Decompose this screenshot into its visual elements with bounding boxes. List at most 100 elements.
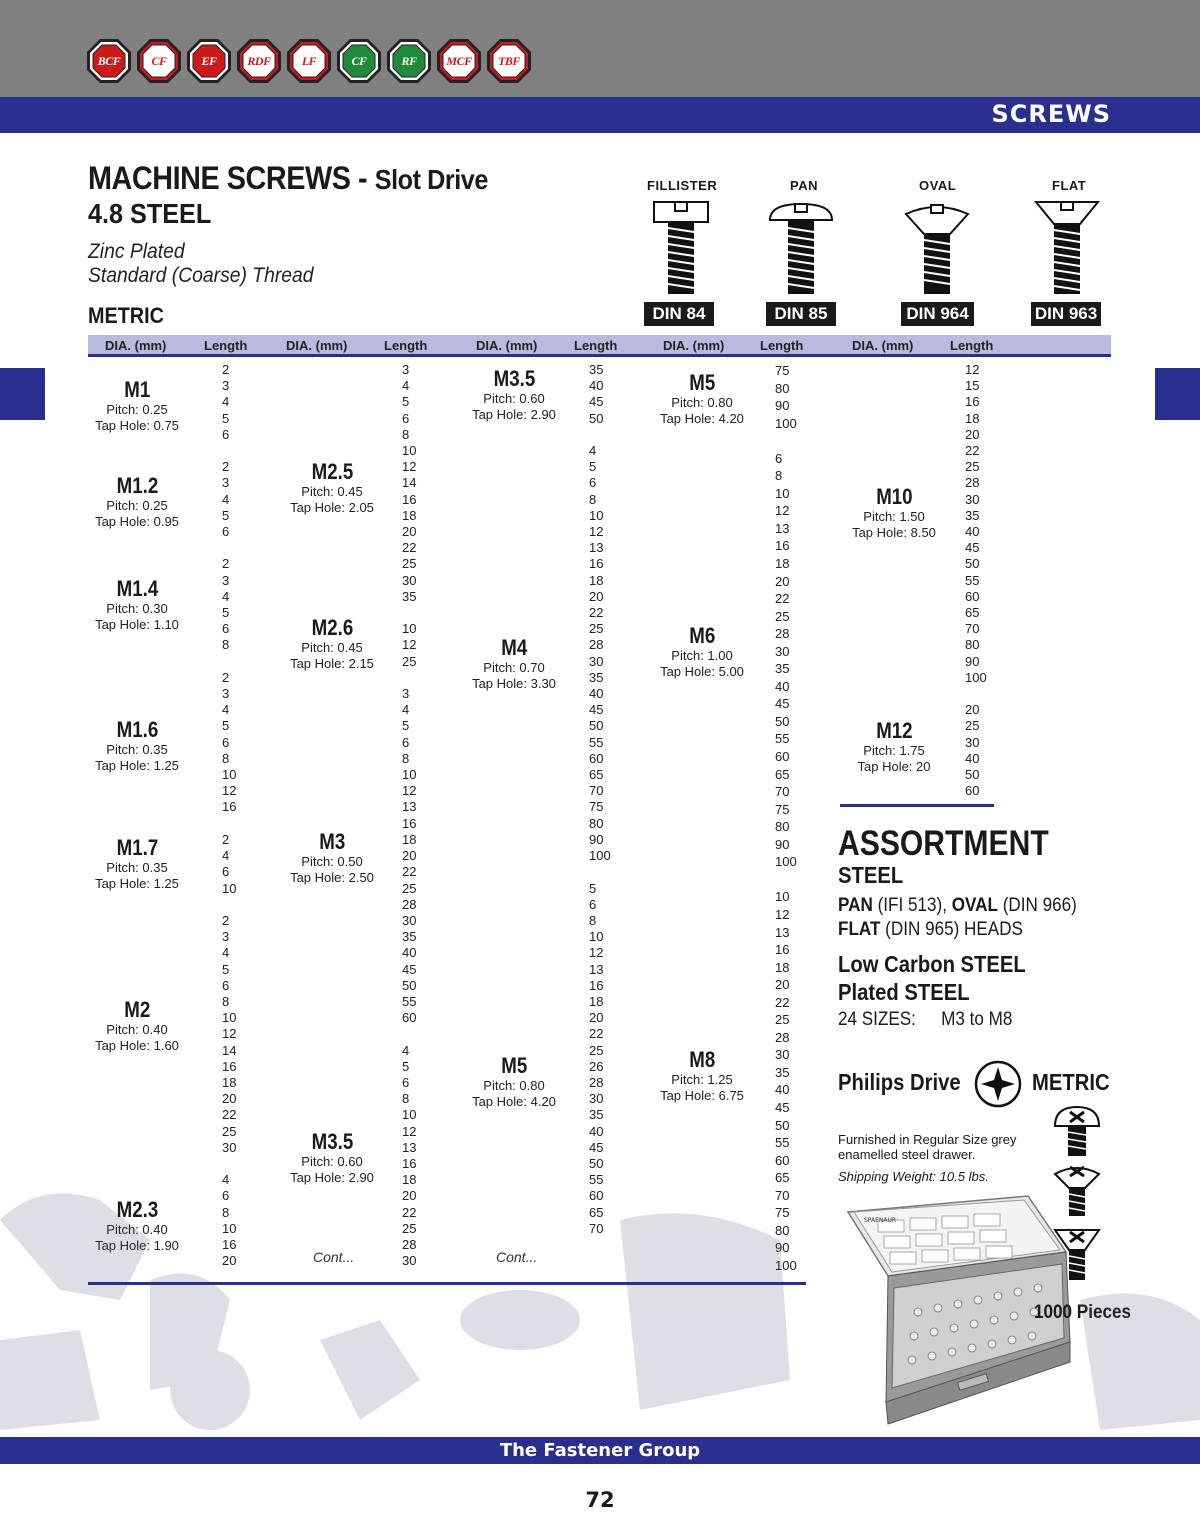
length-value: 20: [965, 426, 980, 442]
length-value: 12: [222, 783, 237, 799]
size-label: M6: [689, 623, 715, 648]
length-value: 12: [965, 362, 980, 377]
furnished-note: Furnished in Regular Size grey enamelled…: [838, 1132, 1017, 1162]
size-label: M2.6: [311, 615, 353, 640]
pitch: Pitch: 0.40: [106, 1222, 168, 1237]
length-value: 50: [589, 410, 604, 426]
length-value: 10: [402, 767, 417, 783]
size-label: M3: [319, 829, 345, 854]
right-side-tab: [1155, 368, 1200, 420]
tap-hole: Tap Hole: 2.05: [290, 500, 374, 515]
continued-note: Cont...: [496, 1249, 538, 1265]
length-value: 25: [589, 621, 604, 637]
length-value: 35: [775, 1064, 790, 1080]
tap-hole: Tap Hole: 2.50: [290, 870, 374, 885]
length-value: 25: [402, 1220, 417, 1236]
length-value: 55: [589, 734, 604, 750]
length-value: 8: [775, 468, 783, 484]
size-label: M10: [875, 484, 913, 509]
length-value: 6: [222, 734, 230, 750]
length-value: 25: [222, 1123, 237, 1139]
length-value: 6: [402, 410, 410, 426]
brand-logo-text: RDF: [247, 53, 271, 68]
column-header: DIA. (mm): [852, 338, 914, 353]
length-value: 100: [775, 1257, 797, 1273]
length-value: 18: [222, 1074, 237, 1090]
brand-logo: CF: [136, 38, 182, 84]
length-value: 10: [589, 929, 604, 945]
length-value: 6: [222, 977, 230, 993]
length-value: 22: [965, 443, 980, 459]
length-value: 100: [589, 848, 611, 864]
length-value: 16: [775, 942, 790, 958]
length-value: 14: [402, 475, 417, 491]
size-label: M1: [124, 377, 150, 402]
length-value: 60: [965, 588, 980, 604]
length-value: 25: [402, 880, 417, 896]
length-value: 22: [775, 994, 790, 1010]
length-value: 18: [775, 959, 790, 975]
length-value: 13: [402, 799, 417, 815]
length-value: 16: [222, 1236, 237, 1252]
length-value: 30: [222, 1139, 237, 1155]
group-gap: [402, 670, 416, 686]
length-value: 5: [222, 605, 230, 621]
assortment-system: METRIC: [1032, 1069, 1110, 1095]
column-header: Length: [950, 338, 994, 353]
length-value: 70: [589, 783, 604, 799]
group-gap: [222, 816, 236, 832]
length-value: 2: [222, 831, 230, 847]
column-header: Length: [204, 338, 248, 353]
finish: Zinc Plated: [88, 240, 185, 263]
length-value: 40: [589, 378, 604, 394]
length-value: 60: [775, 1152, 790, 1168]
length-value: 80: [775, 380, 790, 396]
length-value: 28: [965, 475, 980, 491]
length-value: 5: [222, 718, 230, 734]
length-value: 55: [589, 1172, 604, 1188]
length-value: 45: [775, 1099, 790, 1115]
length-value: 28: [775, 626, 790, 642]
divider: [840, 804, 994, 807]
pitch: Pitch: 0.60: [301, 1154, 363, 1169]
length-value: 14: [222, 1042, 237, 1058]
length-value: 25: [402, 556, 417, 572]
pitch: Pitch: 0.50: [301, 854, 363, 869]
length-value: 20: [589, 1010, 604, 1026]
head-oval-spec: (DIN 966): [997, 895, 1077, 916]
length-value: 30: [589, 1091, 604, 1107]
length-value: 8: [402, 426, 410, 442]
length-value: 6: [775, 450, 783, 466]
power-tools-background: [0, 1193, 1200, 1430]
head-oval: OVAL: [951, 895, 998, 916]
length-value: 55: [775, 1135, 790, 1151]
length-value: 18: [775, 556, 790, 572]
length-value: 55: [965, 572, 980, 588]
table-bottom-rule: [88, 1282, 806, 1285]
length-value: 75: [775, 1205, 790, 1221]
tap-hole: Tap Hole: 2.90: [472, 407, 556, 422]
length-value: 30: [965, 734, 980, 750]
piece-count: 1000 Pieces: [1034, 1302, 1131, 1323]
pitch: Pitch: 0.35: [106, 742, 168, 757]
length-value: 3: [402, 362, 410, 377]
length-value: 20: [222, 1091, 237, 1107]
length-value: 13: [589, 540, 604, 556]
brand-logo-text: CF: [151, 53, 167, 68]
oval-screw-icon: [904, 204, 970, 294]
length-value: 60: [402, 1010, 417, 1026]
length-value: 28: [589, 1074, 604, 1090]
length-value: 65: [775, 766, 790, 782]
length-value: 75: [589, 799, 604, 815]
thread-type: Standard (Coarse) Thread: [88, 264, 314, 287]
phillips-pan-screw-icon: [1053, 1105, 1101, 1156]
length-value: 90: [775, 836, 790, 852]
length-value: 70: [589, 1220, 604, 1236]
length-value: 30: [402, 572, 417, 588]
length-value: 60: [965, 783, 980, 799]
length-value: 20: [775, 977, 790, 993]
